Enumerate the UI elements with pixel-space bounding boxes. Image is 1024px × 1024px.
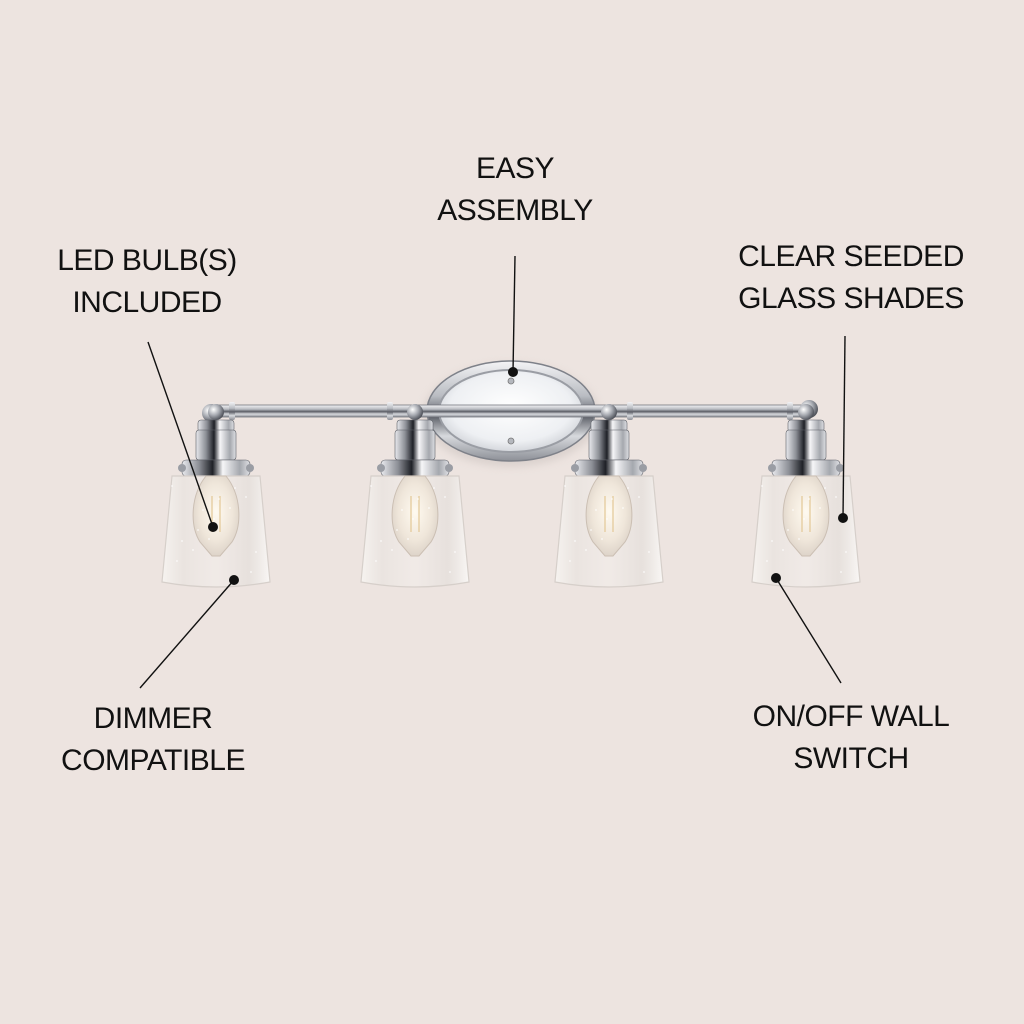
leader-dot-easy-assembly: [508, 367, 518, 377]
callout-line-1: LED BULB(S): [57, 244, 237, 277]
callout-dimmer-compatible: DIMMER COMPATIBLE: [61, 698, 245, 782]
callout-line-2: GLASS SHADES: [738, 282, 964, 315]
callout-line-1: EASY: [475, 152, 555, 185]
callout-line-2: INCLUDED: [72, 286, 222, 319]
callout-line-2: COMPATIBLE: [61, 744, 245, 777]
leader-dot-led-bulbs: [208, 522, 218, 532]
callout-line-2: ASSEMBLY: [437, 194, 593, 227]
lamp-3: [554, 404, 664, 588]
callout-led-bulbs: LED BULB(S) INCLUDED: [57, 240, 237, 324]
leader-line-clear-seeded-glass: [842, 335, 846, 519]
lamp-1: [161, 404, 271, 588]
lamp-2: [360, 404, 470, 588]
leader-dot-clear-seeded-glass: [838, 513, 848, 523]
callout-on-off-switch: ON/OFF WALL SWITCH: [753, 696, 950, 780]
leader-line-on-off-switch: [775, 577, 842, 684]
leader-line-led-bulbs: [147, 341, 214, 528]
oval-backplate: [423, 360, 599, 467]
lamp-4: [751, 404, 861, 588]
leader-dot-dimmer-compatible: [229, 575, 239, 585]
callout-line-1: ON/OFF WALL: [752, 700, 950, 733]
leader-line-easy-assembly: [512, 255, 516, 373]
callout-line-1: DIMMER: [93, 702, 213, 735]
leader-dot-on-off-switch: [771, 573, 781, 583]
callout-line-1: CLEAR SEEDED: [738, 240, 964, 273]
leader-line-dimmer-compatible: [139, 579, 235, 689]
callout-clear-seeded-glass: CLEAR SEEDED GLASS SHADES: [738, 236, 964, 320]
callout-line-2: SWITCH: [793, 742, 909, 775]
callout-easy-assembly: EASY ASSEMBLY: [437, 148, 593, 232]
